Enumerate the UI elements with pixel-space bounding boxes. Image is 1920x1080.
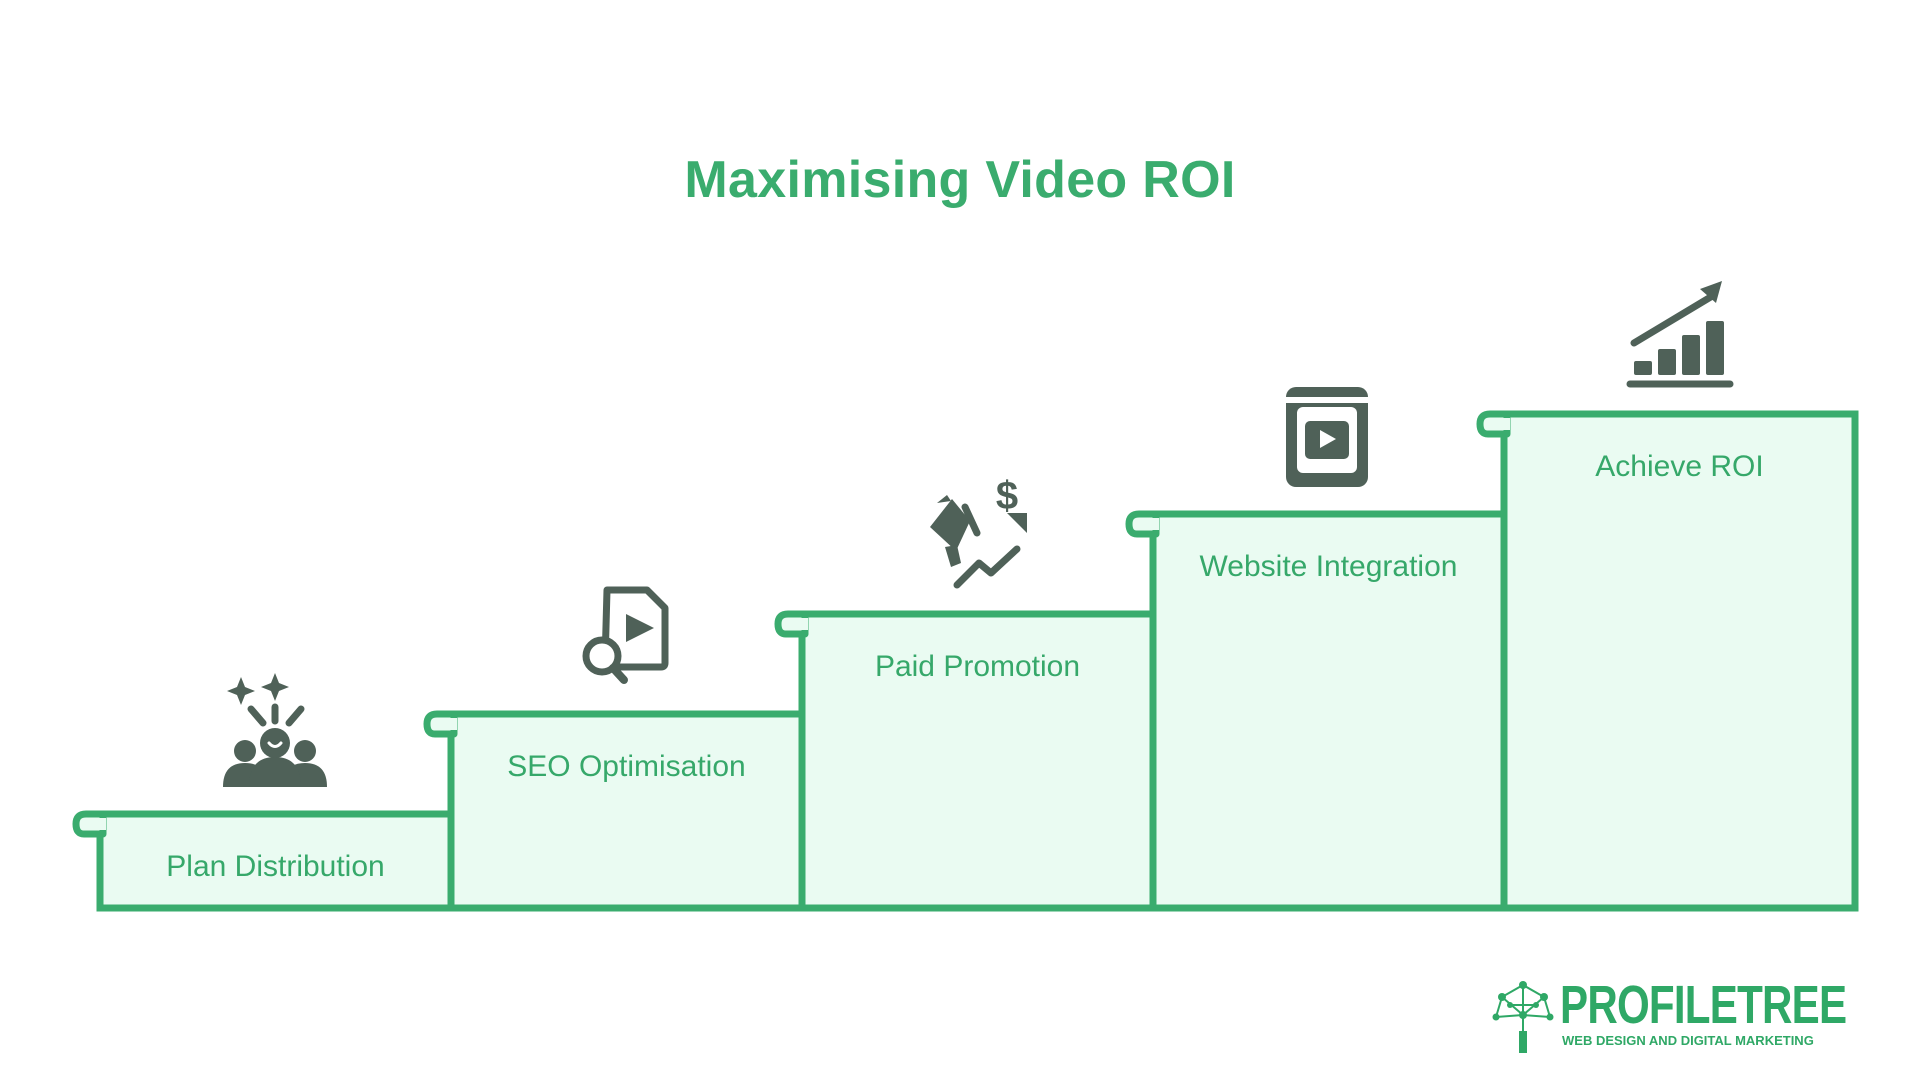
step-ledge [774,610,809,638]
megaphone-dollar-icon: $ [930,474,1027,589]
ledge-seam [1502,418,1510,430]
team-sparkle-icon [223,673,327,787]
step-label: SEO Optimisation [507,750,745,783]
step-label: Achieve ROI [1595,450,1763,483]
step-4: Website Integration [1125,510,1508,912]
step-block [96,810,455,912]
tree-logo-icon [1492,981,1554,1053]
step-2: SEO Optimisation [423,710,806,912]
step-label: Website Integration [1200,550,1458,583]
logo-tagline: WEB DESIGN AND DIGITAL MARKETING [1562,1033,1814,1048]
step-ledge [72,810,107,838]
step-ledge [423,710,458,738]
logo-wordmark: PROFILETREE [1560,975,1847,1035]
ledge-seam [98,818,106,830]
svg-text:$: $ [996,474,1018,518]
step-ledge [1125,510,1160,538]
step-block [447,710,806,912]
ledge-seam [449,718,457,730]
ledge-seam [1151,518,1159,530]
profiletree-logo: PROFILETREE WEB DESIGN AND DIGITAL MARKE… [1488,975,1847,1055]
video-player-icon [1286,387,1368,487]
diagram-title: Maximising Video ROI [684,151,1236,209]
step-label: Paid Promotion [875,650,1080,683]
step-5: Achieve ROI [1476,410,1859,912]
step-1: Plan Distribution [72,810,455,912]
step-label: Plan Distribution [166,850,384,883]
step-3: Paid Promotion [774,610,1157,912]
step-block [798,610,1157,912]
growth-chart-icon [1626,281,1734,388]
ledge-seam [800,618,808,630]
step-block [1500,410,1859,912]
video-search-icon [582,586,669,684]
step-ledge [1476,410,1511,438]
